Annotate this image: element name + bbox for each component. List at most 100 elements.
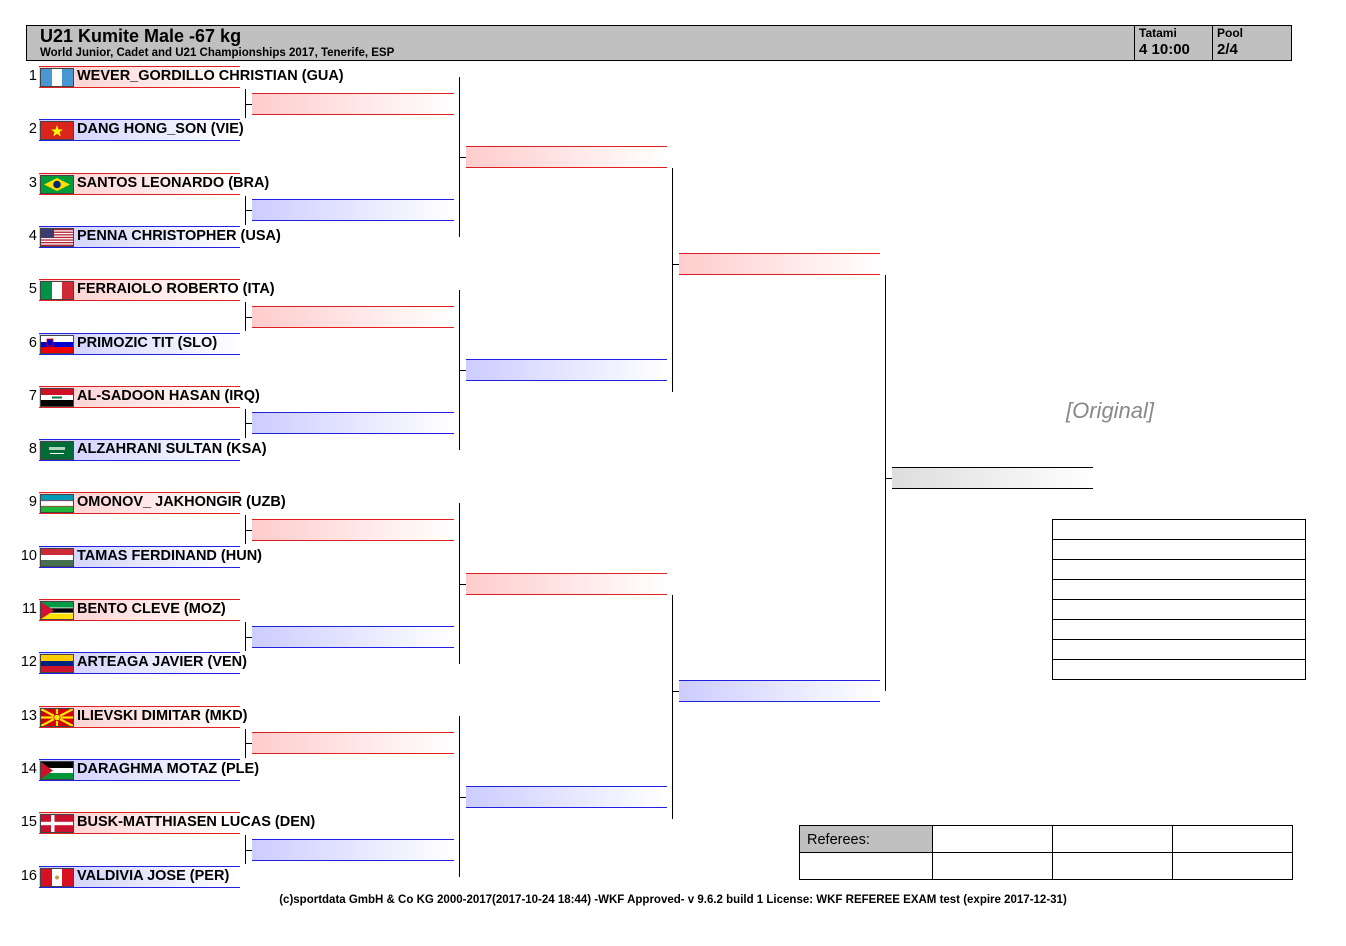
seed-number: 15 [20, 814, 37, 830]
athlete-slot: ILIEVSKI DIMITAR (MKD) [39, 706, 248, 728]
athlete-slot: PRIMOZIC TIT (SLO) [39, 333, 240, 355]
ple-flag-icon [40, 761, 74, 780]
athlete-slot: VALDIVIA JOSE (PER) [39, 866, 240, 888]
round1-winner-slot [252, 626, 454, 648]
round1-winner-slot [252, 306, 454, 328]
bra-flag-icon [40, 175, 74, 194]
seed-number: 13 [20, 708, 37, 724]
bracket-connector [459, 157, 466, 158]
footer-copyright: (c)sportdata GmbH & Co KG 2000-2017(2017… [279, 894, 1067, 906]
bracket-connector [885, 478, 892, 479]
bracket-connector [245, 637, 252, 638]
semifinal-winner-slot [679, 680, 880, 702]
semifinal-winner-slot [679, 253, 880, 275]
results-row-divider [1053, 619, 1305, 620]
event-subtitle: World Junior, Cadet and U21 Championship… [40, 47, 395, 59]
original-watermark: [Original] [1066, 398, 1155, 423]
bracket-connector [459, 370, 466, 371]
round1-winner-slot [252, 519, 454, 541]
hun-flag-icon [40, 548, 74, 567]
bracket-connector [245, 210, 252, 211]
referees-row-divider [933, 852, 1293, 853]
results-table [1052, 519, 1306, 680]
referees-col-divider [1172, 826, 1173, 880]
athlete-name: FERRAIOLO ROBERTO (ITA) [77, 281, 275, 297]
pool-label: Pool [1217, 26, 1243, 40]
athlete-name: SANTOS LEONARDO (BRA) [77, 175, 270, 191]
seed-number: 4 [28, 228, 37, 244]
athlete-name: ARTEAGA JAVIER (VEN) [77, 654, 247, 670]
seed-number: 3 [28, 175, 37, 191]
bracket-connector [245, 89, 246, 118]
bracket-connector [245, 302, 246, 331]
seed-number: 7 [28, 388, 37, 404]
seed-number: 10 [20, 548, 37, 564]
pool-cell: Pool 2/4 [1212, 25, 1292, 61]
results-row-divider [1053, 559, 1305, 560]
athlete-name: BUSK-MATTHIASEN LUCAS (DEN) [77, 814, 316, 830]
athlete-slot: BENTO CLEVE (MOZ) [39, 599, 240, 621]
results-row-divider [1053, 579, 1305, 580]
bracket-connector [245, 104, 252, 105]
bracket-connector [672, 595, 673, 819]
tatami-cell: Tatami 4 10:00 [1134, 25, 1212, 61]
seed-number: 11 [21, 601, 37, 617]
quarterfinal-winner-slot [466, 786, 667, 808]
uzb-flag-icon [40, 494, 74, 513]
mkd-flag-icon [40, 708, 74, 727]
round1-winner-slot [252, 93, 454, 115]
final-winner-slot [892, 467, 1093, 489]
slo-flag-icon [40, 335, 74, 354]
seed-number: 14 [20, 761, 37, 777]
bracket-connector [245, 835, 246, 864]
athlete-name: VALDIVIA JOSE (PER) [77, 868, 230, 884]
quarterfinal-winner-slot [466, 146, 667, 168]
bracket-connector [245, 850, 252, 851]
tatami-value: 4 10:00 [1139, 41, 1190, 58]
results-row-divider [1053, 659, 1305, 660]
bracket-connector [245, 530, 252, 531]
seed-number: 5 [28, 281, 37, 297]
athlete-slot: SANTOS LEONARDO (BRA) [39, 173, 269, 195]
bracket-connector [459, 503, 460, 664]
quarterfinal-winner-slot [466, 359, 667, 381]
ven-flag-icon [40, 654, 74, 673]
results-row-divider [1053, 599, 1305, 600]
page-title: U21 Kumite Male -67 kg [40, 26, 242, 46]
athlete-slot: OMONOV_ JAKHONGIR (UZB) [39, 492, 286, 514]
athlete-name: BENTO CLEVE (MOZ) [77, 601, 226, 617]
athlete-slot: ARTEAGA JAVIER (VEN) [39, 652, 247, 674]
bracket-connector [245, 622, 246, 651]
moz-flag-icon [40, 601, 74, 620]
seed-number: 16 [20, 868, 37, 884]
vie-flag-icon [40, 121, 74, 140]
per-flag-icon [40, 868, 74, 887]
round1-winner-slot [252, 412, 454, 434]
athlete-slot: FERRAIOLO ROBERTO (ITA) [39, 279, 275, 301]
results-row-divider [1053, 539, 1305, 540]
round1-winner-slot [252, 199, 454, 221]
bracket-connector [245, 743, 252, 744]
seed-number: 8 [28, 441, 37, 457]
round1-winner-slot [252, 839, 454, 861]
bracket-connector [245, 423, 252, 424]
den-flag-icon [40, 814, 74, 833]
referees-label: Referees: [800, 826, 933, 853]
athlete-slot: AL-SADOON HASAN (IRQ) [39, 386, 260, 408]
round1-winner-slot [252, 732, 454, 754]
bracket-connector [459, 584, 466, 585]
bracket-header: U21 Kumite Male -67 kg World Junior, Cad… [26, 25, 1292, 61]
results-row-divider [1053, 639, 1305, 640]
bracket-connector [459, 797, 466, 798]
seed-number: 6 [28, 335, 37, 351]
athlete-slot: WEVER_GORDILLO CHRISTIAN (GUA) [39, 66, 344, 88]
athlete-name: OMONOV_ JAKHONGIR (UZB) [77, 494, 286, 510]
bracket-connector [459, 716, 460, 877]
athlete-name: WEVER_GORDILLO CHRISTIAN (GUA) [77, 68, 344, 84]
athlete-name: TAMAS FERDINAND (HUN) [77, 548, 262, 564]
referees-table: Referees: [799, 825, 1293, 880]
seed-number: 1 [28, 68, 37, 84]
ita-flag-icon [40, 281, 74, 300]
quarterfinal-winner-slot [466, 573, 667, 595]
ksa-flag-icon [40, 441, 74, 460]
